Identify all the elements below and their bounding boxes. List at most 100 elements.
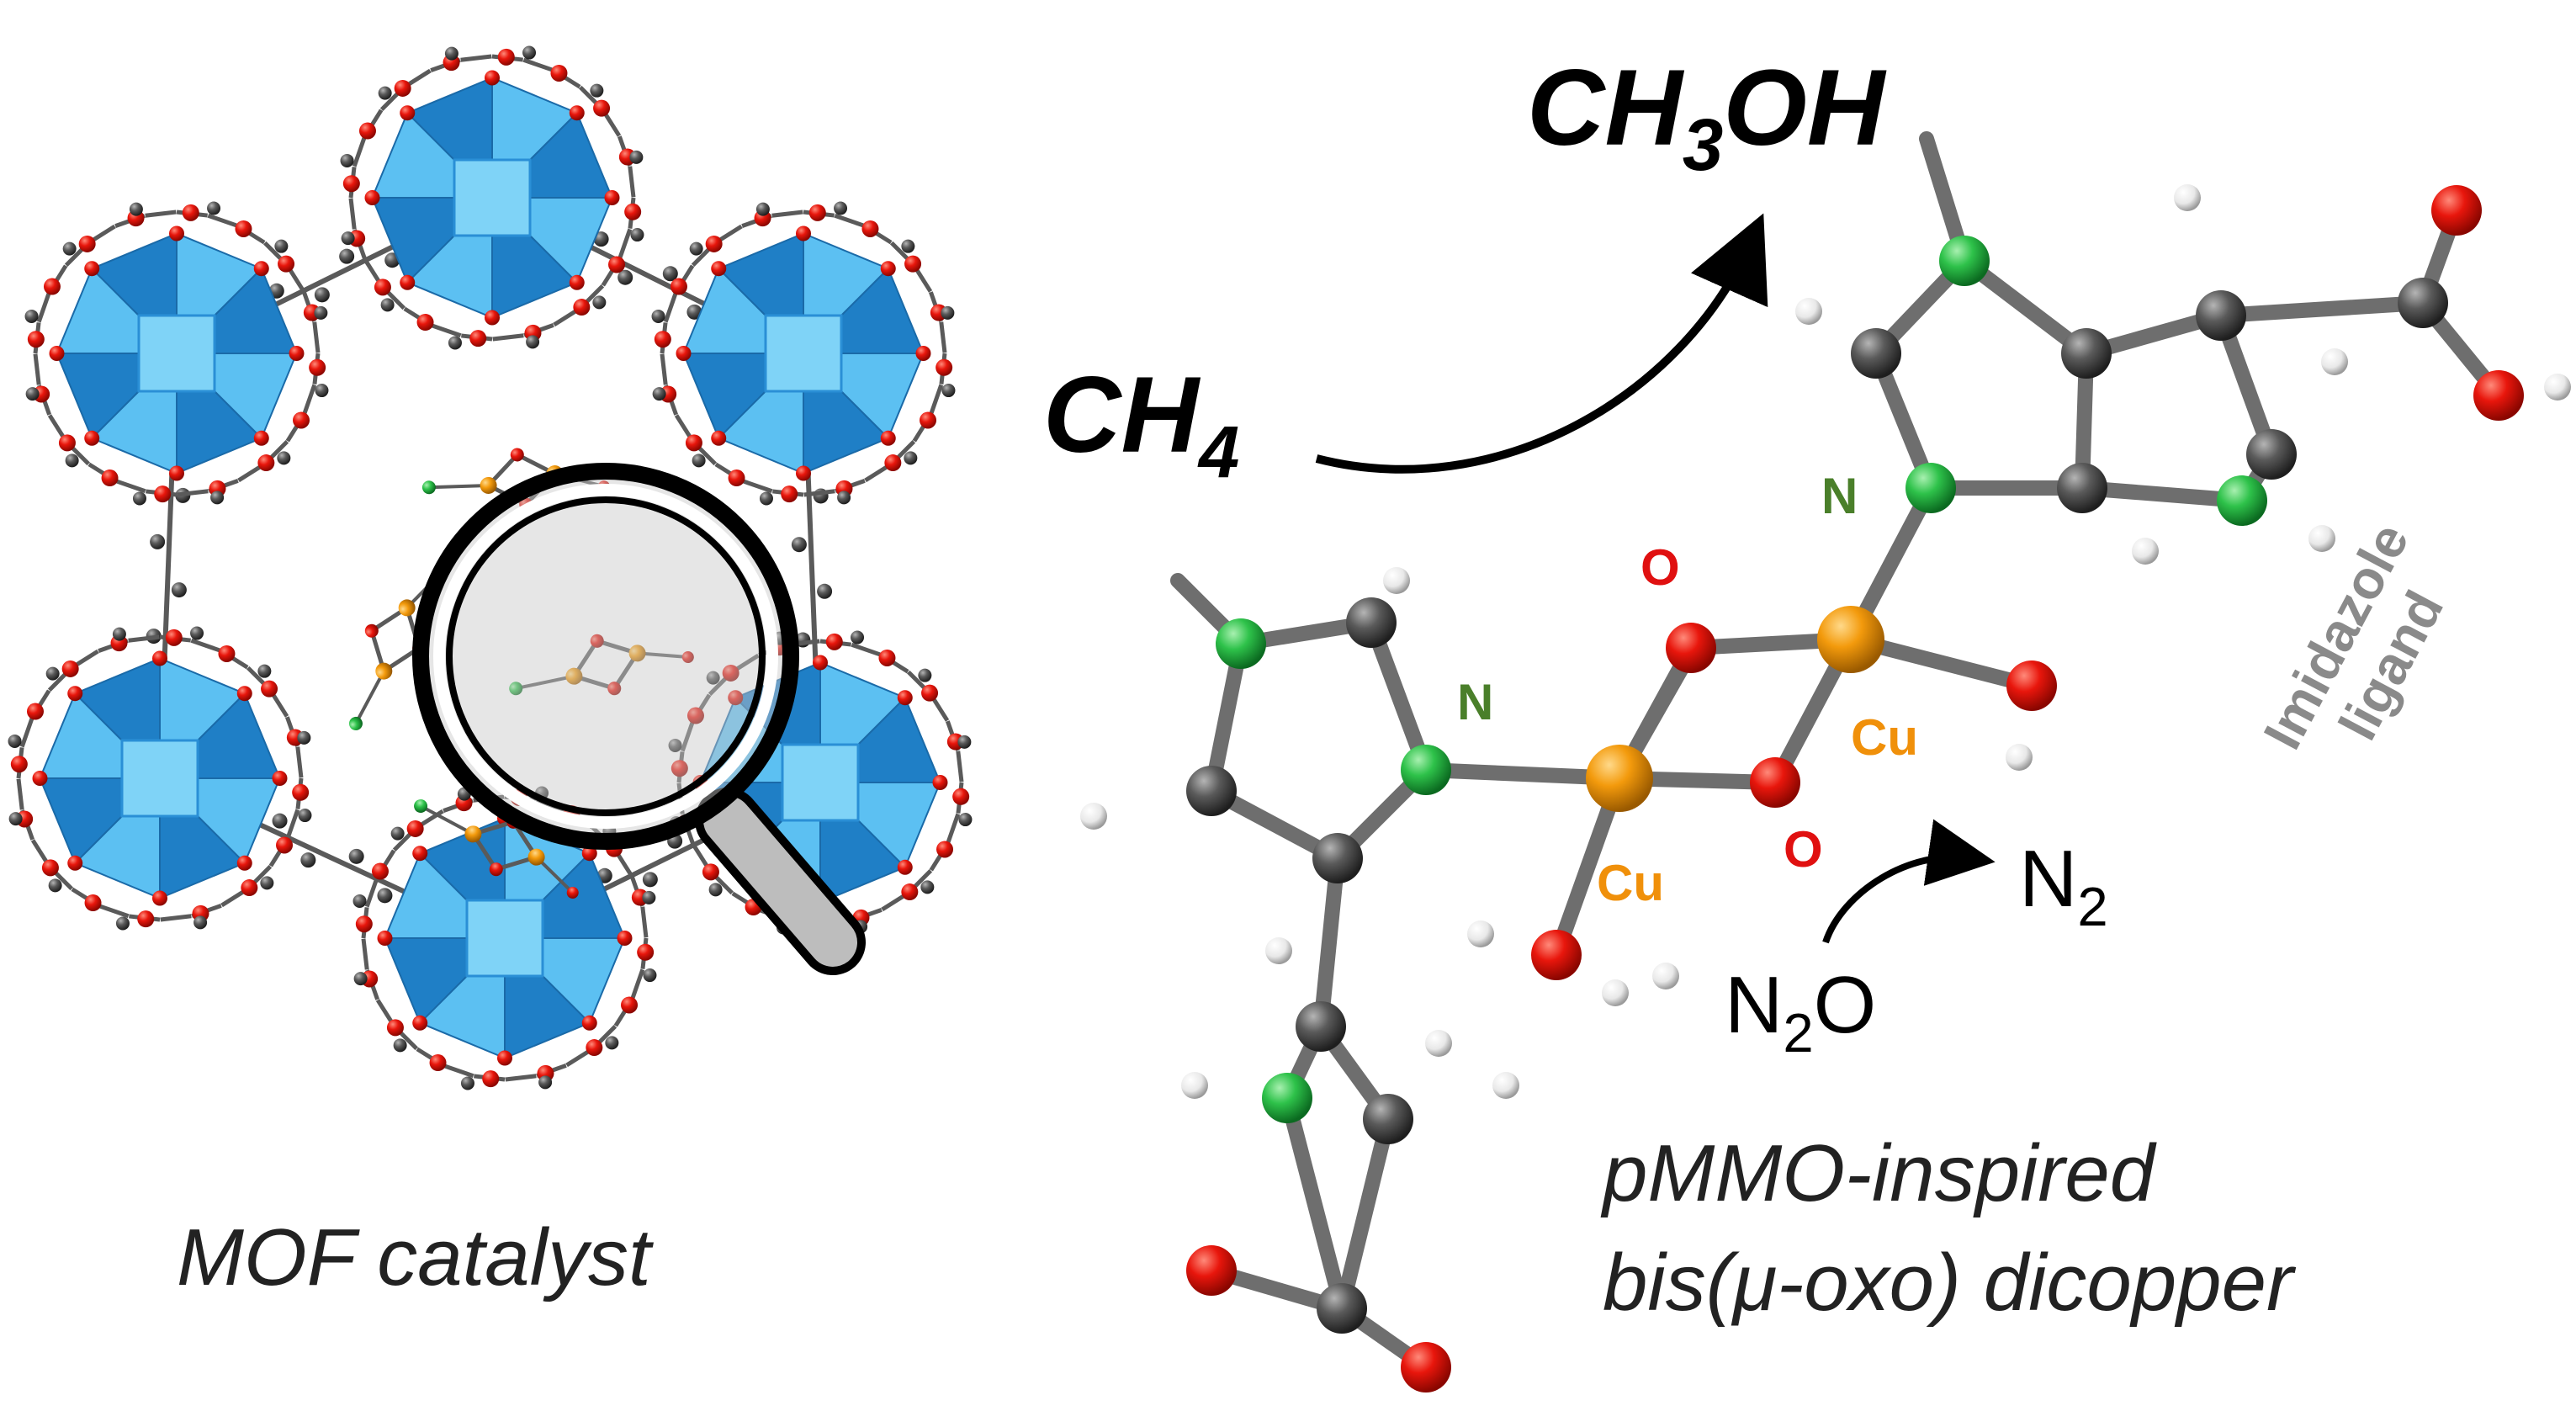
oxygen-atom bbox=[276, 836, 294, 854]
bond bbox=[1280, 1090, 1349, 1316]
oxygen-atom bbox=[429, 1054, 447, 1072]
byproduct-label: N2 bbox=[2019, 834, 2108, 937]
oxygen-atom bbox=[43, 278, 61, 295]
oxygen-atom bbox=[416, 314, 434, 332]
bond bbox=[2075, 480, 2250, 508]
oxygen-atom bbox=[676, 346, 692, 361]
carbon-atom bbox=[115, 916, 130, 931]
oxygen-atom bbox=[617, 931, 633, 946]
cluster-bond bbox=[741, 479, 773, 494]
oxygen-atom bbox=[289, 346, 305, 361]
oxygen-atom bbox=[400, 274, 416, 290]
cluster-bond bbox=[505, 1074, 537, 1082]
oxygen-atom bbox=[897, 859, 913, 875]
cluster-bond bbox=[628, 166, 636, 198]
oxygen-atom bbox=[685, 434, 702, 452]
oxygen-atom bbox=[236, 855, 252, 871]
hydrogen-atom bbox=[1492, 1072, 1519, 1099]
oxygen-atom bbox=[550, 64, 568, 82]
carbon-atom bbox=[62, 241, 77, 256]
hydrogen-atom bbox=[2006, 744, 2033, 771]
cluster-bond bbox=[834, 213, 866, 228]
oxygen-atom bbox=[253, 430, 269, 446]
carbon-atom bbox=[590, 83, 604, 98]
hydrogen-atom bbox=[1080, 803, 1107, 830]
carbon-atom bbox=[297, 730, 311, 745]
carbon-atom bbox=[1363, 1094, 1413, 1144]
magnifier-lens bbox=[446, 496, 766, 816]
carbon-atom bbox=[210, 491, 225, 505]
oxygen-atom bbox=[41, 859, 59, 877]
oxygen-atom bbox=[705, 235, 723, 252]
oxygen-atom bbox=[952, 788, 970, 805]
carbon-atom bbox=[380, 298, 395, 312]
carbon-atom bbox=[341, 231, 355, 246]
hydrogen-atom bbox=[1425, 1030, 1452, 1057]
oxygen-atom bbox=[796, 465, 811, 481]
linker-carbon-atom bbox=[593, 231, 609, 247]
cluster-bond bbox=[128, 634, 160, 643]
oxygen-atom bbox=[1531, 930, 1582, 980]
carbon-atom bbox=[708, 883, 723, 897]
cluster-bond bbox=[956, 751, 964, 782]
nitrogen-label-left: N bbox=[1457, 674, 1494, 730]
polyhedron-face bbox=[453, 158, 532, 237]
oxygen-atom bbox=[169, 225, 184, 241]
carbon-atom bbox=[48, 878, 62, 893]
oxygen-atom bbox=[67, 855, 83, 871]
ch4-to-methanol-arrow bbox=[1315, 213, 1768, 474]
oxygen-atom bbox=[722, 664, 739, 682]
linker-carbon-atom bbox=[617, 269, 633, 285]
oxygen-atom bbox=[49, 346, 65, 361]
oxygen-atom bbox=[394, 79, 411, 97]
cluster-bond bbox=[36, 291, 51, 323]
mof-caption: MOF catalyst bbox=[177, 1212, 651, 1302]
oxygen-atom bbox=[808, 204, 826, 221]
cluster-bond bbox=[302, 384, 317, 416]
mof-framework bbox=[8, 45, 973, 1090]
magnifier-handle bbox=[703, 796, 857, 967]
carbon-atom bbox=[193, 915, 208, 930]
carbon-atom bbox=[958, 813, 973, 827]
carbon-atom bbox=[460, 1076, 474, 1090]
carbon-atom bbox=[1296, 1001, 1346, 1052]
oxygen-atom bbox=[1666, 623, 1716, 673]
carbon-atom bbox=[2398, 278, 2448, 328]
hydrogen-atom bbox=[2132, 538, 2159, 565]
carbon-atom bbox=[652, 387, 666, 401]
hydrogen-atom bbox=[1467, 920, 1494, 947]
oxygen-atom bbox=[781, 485, 798, 503]
oxygen-atom bbox=[84, 261, 100, 277]
polyhedron-face bbox=[137, 314, 216, 393]
oxygen-atom bbox=[2473, 370, 2524, 421]
zr-cluster bbox=[8, 626, 312, 931]
pore-dicopper-unit bbox=[414, 798, 579, 899]
cluster-bond bbox=[114, 479, 146, 494]
carbon-atom bbox=[837, 491, 851, 505]
oxygen-atom bbox=[915, 346, 931, 361]
cluster-bond bbox=[492, 333, 524, 342]
linker-carbon-atom bbox=[339, 248, 355, 264]
carbon-atom bbox=[24, 309, 39, 323]
carbon-atom bbox=[918, 668, 932, 682]
cluster-bond bbox=[190, 638, 222, 653]
oxygen-atom bbox=[884, 454, 902, 472]
cluster-bond bbox=[364, 876, 379, 908]
polyhedron-face bbox=[465, 899, 544, 978]
cluster-bond bbox=[803, 489, 835, 497]
bond bbox=[1364, 615, 1434, 777]
oxygen-atom bbox=[165, 629, 183, 646]
magnifier-inner-rim bbox=[433, 484, 778, 829]
copper-atom bbox=[480, 476, 497, 494]
carbon-atom bbox=[834, 201, 848, 215]
oxygen-atom bbox=[101, 469, 119, 487]
oxygen-atom bbox=[497, 48, 515, 66]
cluster-bond bbox=[285, 809, 300, 841]
carbon-atom bbox=[689, 241, 703, 256]
carbon-atom bbox=[651, 309, 665, 323]
oxygen-atom bbox=[880, 430, 896, 446]
cluster-bond bbox=[430, 323, 462, 338]
carbon-atom bbox=[378, 86, 392, 100]
linker-carbon-atom bbox=[817, 583, 833, 599]
linker-carbon-atom bbox=[377, 888, 393, 904]
